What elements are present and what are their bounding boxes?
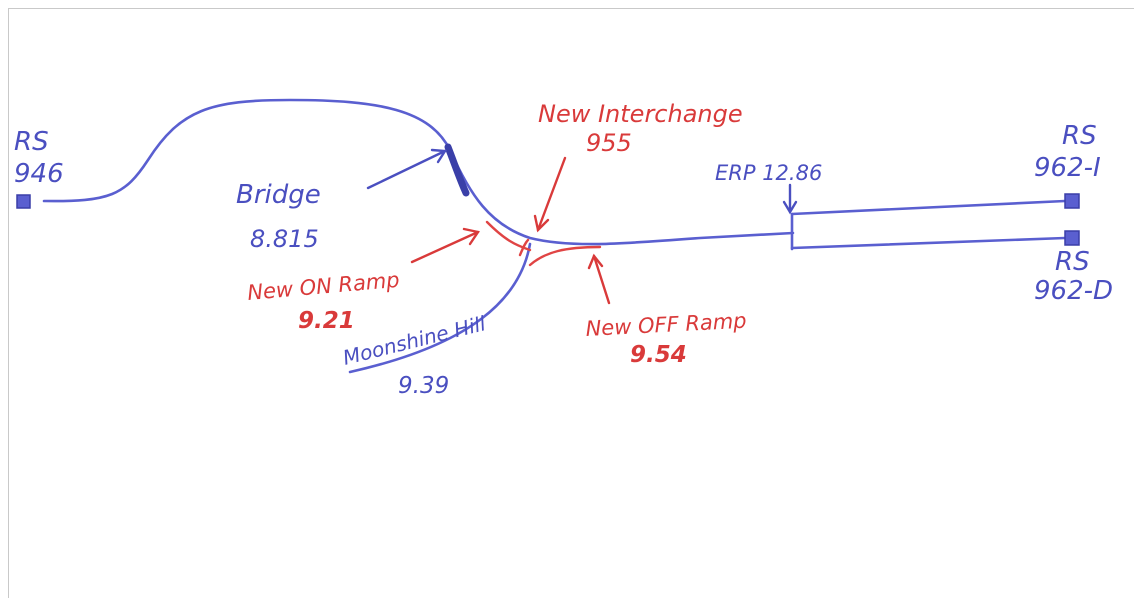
off-ramp-arrow-head	[587, 253, 604, 270]
rs962i-label-line2: 962-I	[1034, 153, 1101, 183]
off-ramp-value: 9.54	[630, 342, 687, 368]
on-ramp-arrow-head	[462, 227, 480, 246]
off-ramp-curve	[528, 245, 602, 267]
station-marker-rs962d	[1064, 230, 1080, 246]
rs946-label-line1: RS	[14, 127, 49, 157]
on-ramp-merge	[518, 238, 530, 257]
erp-label: ERP 12.86	[715, 161, 822, 185]
lane-to-962-d	[790, 236, 1067, 250]
erp-arrow-head	[782, 200, 798, 215]
on-ramp-arrow	[410, 230, 480, 264]
bridge-arrow-head	[430, 148, 448, 164]
moonshine-hill-road	[348, 242, 532, 374]
interchange-arrow	[536, 156, 567, 232]
on-ramp-value: 9.21	[298, 308, 355, 334]
rs946-label-line2: 946	[14, 159, 64, 189]
off-ramp-label: New OFF Ramp	[585, 309, 747, 341]
station-marker-rs946	[16, 194, 31, 209]
station-marker-rs962i	[1064, 193, 1080, 209]
moonshine-hill-value: 9.39	[398, 373, 449, 399]
rs962d-label-line2: 962-D	[1034, 276, 1113, 306]
on-ramp-curve	[485, 220, 532, 252]
bridge-arrow	[366, 149, 447, 190]
bridge-value: 8.815	[250, 225, 319, 253]
off-ramp-arrow	[592, 254, 611, 305]
bridge-segment	[444, 143, 470, 197]
interchange-arrow-head	[533, 214, 550, 233]
on-ramp-label: New ON Ramp	[246, 268, 400, 305]
lane-to-962-i	[790, 199, 1067, 216]
moonshine-hill-label: Moonshine Hill	[340, 311, 488, 370]
interchange-label: New Interchange	[538, 100, 743, 128]
bridge-label: Bridge	[236, 180, 321, 210]
interchange-value: 955	[586, 129, 632, 157]
main-road	[42, 98, 795, 246]
rs962d-label-line1: RS	[1055, 247, 1090, 277]
sheet-border	[8, 8, 1134, 598]
rs962i-label-line1: RS	[1062, 121, 1097, 151]
